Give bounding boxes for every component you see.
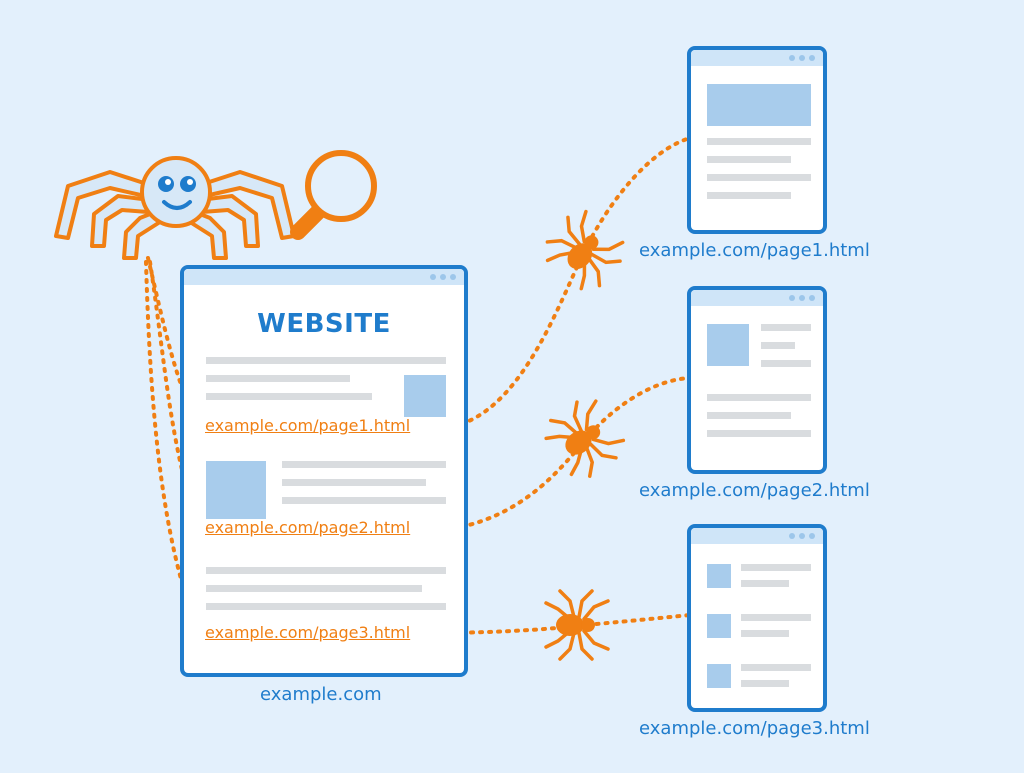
text-line: [282, 461, 446, 468]
text-line: [741, 564, 811, 571]
page1-window: [687, 46, 827, 234]
window-titlebar: [691, 50, 823, 66]
small-spider-icon: [536, 203, 633, 299]
text-line: [282, 479, 426, 486]
text-line: [707, 156, 791, 163]
window-controls: [789, 533, 815, 539]
window-titlebar: [184, 269, 464, 285]
page2-caption: example.com/page2.html: [639, 480, 870, 501]
image-placeholder: [404, 375, 446, 417]
text-line: [206, 603, 446, 610]
window-controls: [430, 274, 456, 280]
image-placeholder: [707, 324, 749, 366]
magnifier-icon: [290, 150, 377, 240]
link-page1[interactable]: example.com/page1.html: [205, 416, 411, 435]
text-line: [741, 580, 789, 587]
small-spider-icon: [537, 391, 631, 486]
small-spider-icon: [544, 589, 610, 661]
text-line: [206, 585, 422, 592]
text-line: [206, 375, 350, 382]
text-line: [206, 357, 446, 364]
text-line: [741, 664, 811, 671]
text-line: [707, 430, 811, 437]
image-placeholder: [707, 664, 731, 688]
page1-caption: example.com/page1.html: [639, 240, 870, 261]
text-line: [707, 412, 791, 419]
window-controls: [789, 295, 815, 301]
page3-caption: example.com/page3.html: [639, 718, 870, 739]
page3-window: [687, 524, 827, 712]
text-line: [741, 630, 789, 637]
text-line: [707, 138, 811, 145]
text-line: [206, 393, 372, 400]
link-page3[interactable]: example.com/page3.html: [205, 623, 411, 642]
text-line: [707, 192, 791, 199]
text-line: [741, 680, 789, 687]
window-controls: [789, 55, 815, 61]
page2-window: [687, 286, 827, 474]
text-line: [282, 497, 446, 504]
window-titlebar: [691, 528, 823, 544]
image-placeholder: [206, 461, 266, 519]
text-line: [761, 342, 795, 349]
main-site-caption: example.com: [260, 684, 382, 705]
path-to-page3: [442, 613, 692, 635]
crawler-strand-2: [148, 260, 202, 532]
image-placeholder: [707, 614, 731, 638]
main-website-window: WEBSITE: [180, 265, 468, 677]
text-line: [707, 174, 811, 181]
crawler-spider-icon: [54, 156, 296, 260]
text-line: [761, 324, 811, 331]
text-line: [741, 614, 811, 621]
window-titlebar: [691, 290, 823, 306]
text-line: [707, 394, 811, 401]
image-placeholder: [707, 564, 731, 588]
text-line: [761, 360, 811, 367]
page-title: WEBSITE: [257, 309, 391, 339]
link-page2[interactable]: example.com/page2.html: [205, 518, 411, 537]
image-placeholder: [707, 84, 811, 126]
text-line: [206, 567, 446, 574]
